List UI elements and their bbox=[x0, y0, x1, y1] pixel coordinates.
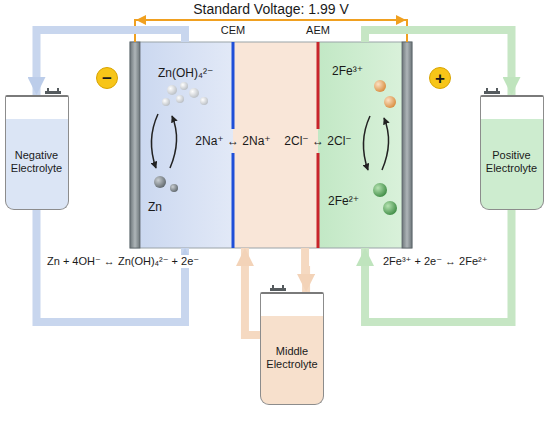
negative-electrode bbox=[130, 42, 140, 248]
particle bbox=[373, 183, 387, 197]
electrolyte-tank: Negative Electrolyte bbox=[5, 95, 69, 210]
electrolyte-tank: Positive Electrolyte bbox=[480, 95, 544, 210]
particle bbox=[384, 96, 396, 108]
membrane-label: CEM bbox=[221, 24, 245, 37]
reaction-arrow bbox=[382, 118, 389, 170]
electrolyte-pipe bbox=[305, 248, 306, 292]
polarity-sign: + bbox=[429, 67, 451, 89]
iron-iii-particles bbox=[374, 80, 396, 108]
particle bbox=[167, 85, 177, 95]
voltage-label: Standard Voltage: 1.99 V bbox=[190, 1, 352, 18]
ion-exchange-label: 2Na⁺ ↔ 2Na⁺ bbox=[195, 134, 270, 148]
tank-lid bbox=[484, 88, 500, 94]
particle bbox=[170, 184, 178, 192]
voltage-arrowhead bbox=[396, 15, 406, 25]
lid bbox=[282, 285, 284, 289]
polarity-symbol: − bbox=[102, 70, 112, 87]
lid bbox=[47, 88, 49, 92]
particle bbox=[383, 201, 397, 215]
zinc-particles bbox=[154, 176, 178, 192]
anion-exchange-membrane bbox=[317, 153, 320, 248]
half-reaction: 2Fe³⁺ + 2e⁻ ↔ 2Fe²⁺ bbox=[380, 255, 491, 268]
tank-lid bbox=[45, 88, 61, 94]
particle bbox=[189, 88, 199, 98]
voltage-arrowhead bbox=[136, 15, 146, 25]
electrolyte-tank: Middle Electrolyte bbox=[260, 292, 324, 405]
electrolyte-pipe bbox=[37, 30, 186, 95]
tank-label: Negative Electrolyte bbox=[11, 149, 62, 175]
electrolyte-pipe bbox=[365, 30, 511, 95]
particle bbox=[200, 97, 208, 105]
positive-compartment-box: 2Fe³⁺ 2Fe²⁺ bbox=[318, 42, 402, 248]
positive-electrode bbox=[402, 42, 412, 248]
particle bbox=[162, 98, 170, 106]
polarity-symbol: + bbox=[435, 70, 445, 87]
polarity-sign: − bbox=[96, 67, 118, 89]
particle bbox=[374, 80, 386, 92]
species-label: Zn(OH)₄²⁻ bbox=[158, 66, 213, 80]
particle bbox=[176, 95, 184, 103]
lid bbox=[272, 285, 274, 289]
tank-lid bbox=[270, 285, 286, 291]
species-label: 2Fe²⁺ bbox=[328, 194, 359, 208]
electrolyte-pipe bbox=[365, 210, 511, 322]
particle bbox=[180, 82, 188, 90]
zincate-particles bbox=[162, 82, 208, 106]
species-label: 2Fe³⁺ bbox=[332, 64, 363, 78]
lid bbox=[486, 88, 488, 92]
tank-label: Middle Electrolyte bbox=[266, 345, 317, 371]
membrane-label: AEM bbox=[306, 24, 330, 37]
cation-exchange-membrane bbox=[232, 153, 235, 248]
electrolyte-pipe bbox=[245, 248, 260, 335]
reaction-arrow bbox=[151, 114, 158, 168]
reaction-arrow bbox=[170, 116, 177, 168]
cation-exchange-membrane bbox=[232, 42, 235, 129]
cell-outline bbox=[130, 42, 412, 248]
species-label: Zn bbox=[148, 200, 162, 214]
tank-label: Positive Electrolyte bbox=[486, 149, 537, 175]
anion-exchange-membrane bbox=[317, 42, 320, 129]
iron-ii-particles bbox=[373, 183, 397, 215]
lid bbox=[57, 88, 59, 92]
particle bbox=[154, 176, 166, 188]
reaction-arrow bbox=[363, 116, 370, 170]
lid bbox=[496, 88, 498, 92]
half-reaction: Zn + 4OH⁻ ↔ Zn(OH)₄²⁻ + 2e⁻ bbox=[44, 255, 202, 268]
ion-exchange-label: 2Cl⁻ ↔ 2Cl⁻ bbox=[284, 134, 351, 148]
